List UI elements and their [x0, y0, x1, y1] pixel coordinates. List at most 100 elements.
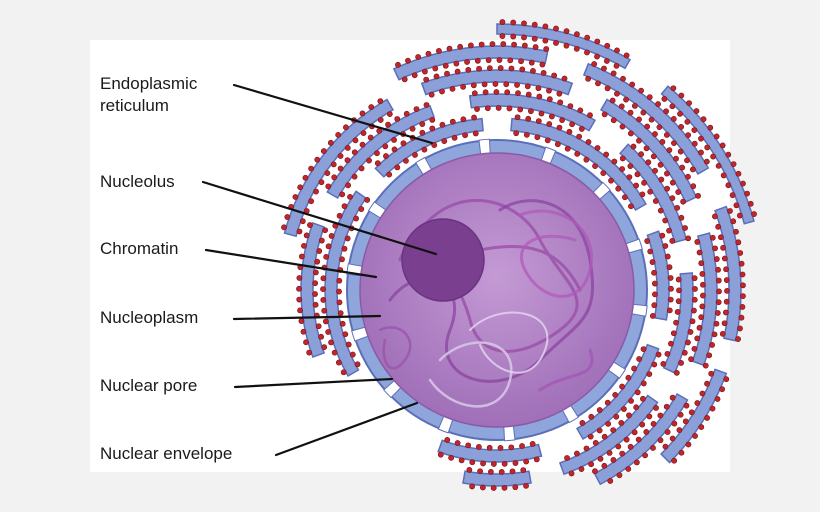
ribosome-dot	[444, 437, 451, 443]
ribosome-dot	[312, 301, 319, 308]
ribosome-dot	[658, 176, 665, 183]
ribosome-dot	[638, 151, 644, 158]
ribosome-dot	[668, 285, 674, 292]
ribosome-dot	[720, 244, 727, 251]
ribosome-dot	[669, 179, 676, 186]
ribosome-dot	[359, 110, 366, 117]
ribosome-dot	[675, 276, 682, 283]
ribosome-dot	[603, 151, 610, 158]
ribosome-dot	[312, 280, 319, 287]
ribosome-dot	[377, 117, 384, 123]
ribosome-dot	[318, 333, 325, 340]
ribosome-dot	[298, 253, 305, 260]
ribosome-dot	[601, 462, 608, 469]
ribosome-dot	[528, 59, 535, 66]
ribosome-dot	[574, 150, 581, 157]
ribosome-dot	[556, 124, 563, 131]
ribosome-dot	[591, 61, 598, 67]
ribosome-dot	[325, 329, 332, 335]
ribosome-dot	[682, 418, 689, 425]
ribosome-dot	[631, 365, 637, 372]
ribosome-dot	[318, 237, 325, 244]
ribosome-dot	[322, 227, 328, 234]
ribosome-dot	[721, 320, 728, 327]
leader-nucleolus	[201, 180, 438, 256]
ribosome-dot	[737, 250, 744, 256]
ribosome-dot	[500, 41, 507, 47]
ribosome-dot	[740, 282, 746, 289]
ribosome-dot	[419, 121, 426, 127]
ribosome-dot	[574, 31, 580, 38]
ribosome-dot	[561, 75, 568, 82]
ribosome-dot	[433, 73, 440, 80]
ribosome-dot	[538, 110, 545, 117]
ribosome-dot	[578, 466, 585, 472]
ribosome-dot	[337, 310, 344, 317]
label-nuclear-pore: Nuclear pore	[100, 376, 198, 395]
ribosome-dot	[336, 277, 343, 284]
ribosome-dot	[312, 269, 319, 276]
ribosome-dot	[296, 275, 303, 281]
ribosome-dot	[352, 137, 359, 144]
ribosome-dot	[613, 62, 620, 69]
ribosome-dot	[337, 153, 344, 159]
ribosome-dot	[432, 65, 439, 72]
ribosome-dot	[503, 81, 510, 88]
ribosome-dot	[471, 114, 477, 121]
ribosome-dot	[583, 156, 590, 163]
ribosome-dot	[343, 124, 349, 131]
ribosome-dot	[609, 97, 616, 104]
ribosome-dot	[588, 413, 595, 420]
ribosome-dot	[451, 134, 458, 141]
ribosome-dot	[429, 125, 436, 132]
ribosome-dot	[335, 359, 342, 366]
ribosome-dot	[601, 111, 608, 118]
ribosome-dot	[476, 65, 482, 72]
ribosome-dot	[534, 134, 541, 141]
ribosome-dot	[284, 214, 291, 220]
ribosome-dot	[506, 105, 513, 112]
ribosome-dot	[557, 99, 564, 106]
ribosome-dot	[664, 170, 670, 177]
ribosome-dot	[439, 88, 445, 95]
ribosome-dot	[592, 163, 598, 169]
ribosome-dot	[484, 105, 491, 112]
ribosome-dot	[650, 153, 657, 160]
leader-nuclear-envelope	[274, 401, 419, 457]
ribosome-dot	[315, 323, 322, 330]
ribosome-dot	[532, 44, 539, 50]
ribosome-dot	[626, 412, 632, 419]
ribosome-dot	[331, 349, 338, 356]
ribosome-dot	[525, 91, 532, 98]
ribosome-dot	[730, 218, 737, 225]
ribosome-dot	[564, 455, 570, 461]
ribosome-dot	[669, 103, 676, 110]
ribosome-dot	[698, 149, 704, 156]
ribosome-dot	[524, 83, 531, 90]
ribosome-dot	[475, 444, 482, 450]
ribosome-dot	[342, 331, 349, 338]
ribosome-dot	[622, 194, 628, 201]
ribosome-dot	[691, 127, 698, 133]
ribosome-dot	[700, 292, 706, 299]
ribosome-dot	[720, 172, 727, 179]
ribosome-dot	[604, 85, 611, 92]
ribosome-dot	[685, 132, 692, 139]
ribosome-dot	[725, 182, 732, 189]
ribosome-dot	[607, 478, 614, 484]
ribosome-dot	[554, 141, 561, 148]
ribosome-dot	[677, 411, 684, 418]
ribosome-dot	[674, 204, 681, 211]
ribosome-dot	[546, 87, 552, 94]
ribosome-dot	[651, 361, 658, 368]
ribosome-dot	[576, 133, 583, 140]
ribosome-dot	[676, 287, 682, 294]
ribosome-dot	[647, 248, 654, 255]
ribosome-dot	[592, 439, 599, 446]
ribosome-dot	[497, 445, 504, 451]
leader-nuclear-pore	[233, 377, 394, 389]
ribosome-dot	[553, 25, 559, 32]
ribosome-dot	[725, 151, 732, 158]
ribosome-dot	[664, 253, 671, 260]
ribosome-dot	[685, 441, 692, 448]
